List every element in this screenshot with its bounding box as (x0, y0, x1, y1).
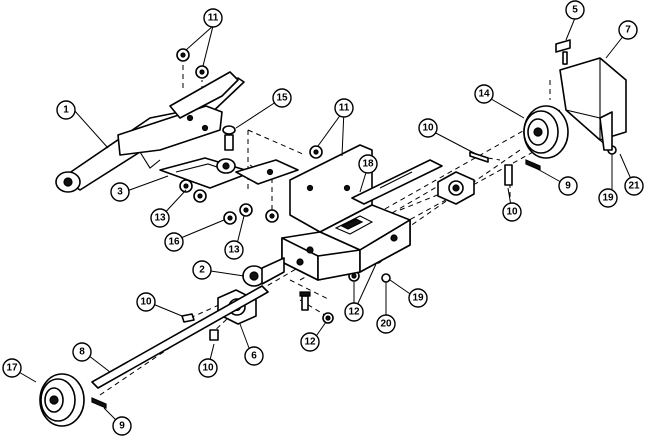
callout-13-right: 13 (224, 240, 244, 260)
svg-text:14: 14 (478, 89, 490, 100)
callout-1: 1 (56, 100, 76, 120)
svg-text:12: 12 (348, 307, 360, 318)
callout-12-lower: 12 (300, 332, 320, 352)
svg-text:21: 21 (628, 181, 640, 192)
pin-front (181, 313, 219, 341)
rear-pulley (523, 105, 569, 159)
screws (299, 291, 311, 311)
callout-12-center: 12 (344, 302, 364, 322)
callout-11-top: 11 (203, 8, 223, 28)
svg-text:16: 16 (168, 237, 180, 248)
svg-text:10: 10 (422, 123, 434, 134)
callout-15: 15 (272, 88, 292, 108)
svg-text:19: 19 (412, 293, 424, 304)
svg-text:6: 6 (251, 351, 257, 362)
link-plate (235, 159, 299, 185)
callout-11-center: 11 (334, 98, 354, 118)
svg-text:2: 2 (199, 265, 205, 276)
key-right (525, 159, 541, 171)
callout-18: 18 (358, 154, 378, 174)
svg-text:10: 10 (202, 363, 214, 374)
callout-9-front: 9 (112, 416, 132, 436)
belt-arm (55, 71, 245, 193)
svg-text:17: 17 (6, 363, 18, 374)
callout-9-right: 9 (558, 176, 578, 196)
svg-text:9: 9 (119, 421, 125, 432)
svg-text:11: 11 (208, 13, 219, 24)
callout-3: 3 (110, 182, 130, 202)
callout-16: 16 (164, 232, 184, 252)
svg-text:12: 12 (304, 337, 316, 348)
callout-19-right: 19 (598, 188, 618, 208)
callout-10-upper: 10 (418, 118, 438, 138)
callout-6: 6 (244, 346, 264, 366)
svg-text:18: 18 (362, 159, 374, 170)
front-pulley (242, 257, 285, 287)
right-flange-bearing (437, 171, 475, 205)
svg-text:1: 1 (63, 105, 69, 116)
callout-14: 14 (474, 84, 494, 104)
svg-text:13: 13 (228, 245, 240, 256)
pin-upper (469, 151, 489, 163)
key-front (91, 397, 107, 409)
main-housing (281, 144, 411, 281)
callout-5: 5 (565, 0, 585, 20)
svg-text:7: 7 (625, 25, 631, 36)
slotted-bar (351, 159, 443, 205)
svg-text:13: 13 (154, 213, 166, 224)
svg-text:20: 20 (380, 319, 392, 330)
pin-right (504, 164, 513, 186)
belt-cover (559, 57, 627, 151)
svg-text:9: 9 (565, 181, 571, 192)
wing-fastener (555, 39, 571, 65)
callout-8: 8 (72, 342, 92, 362)
callout-19-center: 19 (408, 288, 428, 308)
svg-text:3: 3 (117, 187, 123, 198)
svg-text:19: 19 (602, 193, 614, 204)
front-large-pulley (39, 373, 85, 427)
callout-17: 17 (2, 358, 22, 378)
callout-10-right: 10 (502, 202, 522, 222)
callout-21: 21 (624, 176, 644, 196)
svg-text:10: 10 (506, 207, 518, 218)
svg-text:10: 10 (140, 297, 152, 308)
idler-pulley (216, 158, 236, 174)
callout-2: 2 (192, 260, 212, 280)
callout-7: 7 (618, 20, 638, 40)
callout-10-lower: 10 (198, 358, 218, 378)
svg-text:5: 5 (572, 5, 578, 16)
axle-shaft (91, 285, 269, 389)
bolt (222, 125, 236, 151)
callout-10-front: 10 (136, 292, 156, 312)
svg-text:11: 11 (339, 103, 350, 114)
callout-20: 20 (376, 314, 396, 334)
callout-13-left: 13 (150, 208, 170, 228)
svg-text:15: 15 (276, 93, 288, 104)
svg-text:8: 8 (79, 347, 85, 358)
